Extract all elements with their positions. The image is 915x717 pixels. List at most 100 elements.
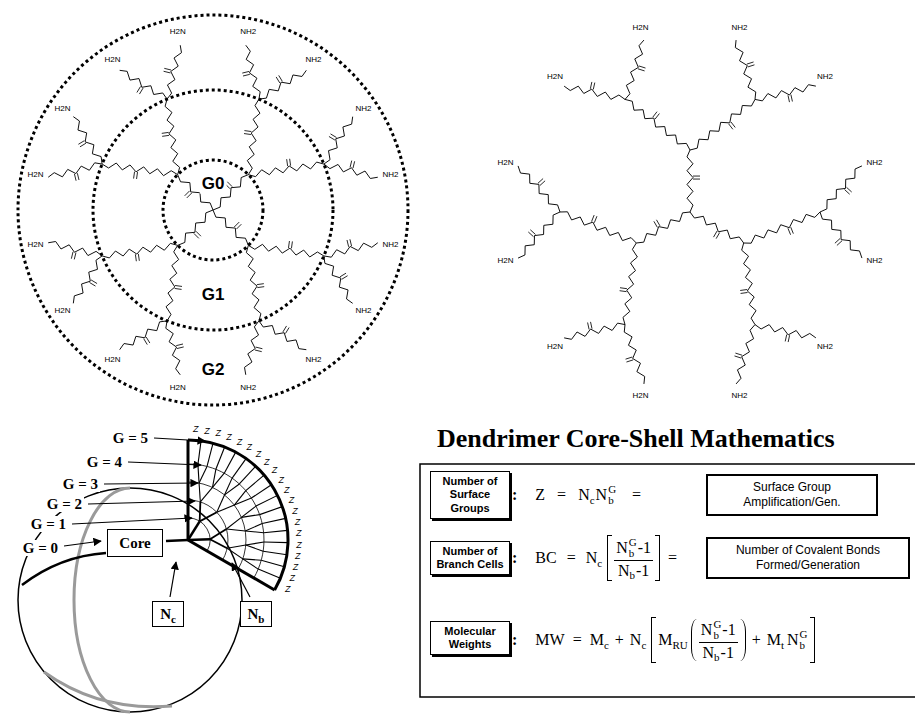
surface-group: Z (292, 506, 298, 515)
surface-group: Z (278, 475, 284, 484)
branch-line (188, 521, 200, 540)
alkyl-chain (623, 243, 637, 325)
generation-ring: G0 (161, 158, 265, 262)
formula-subscript: b (713, 630, 721, 641)
amine-end-group: NH2 (305, 356, 323, 364)
meaning-box: Surface Group Amplification/Gen. (706, 474, 878, 516)
branch-line (199, 502, 202, 521)
formula-superscript: G (629, 537, 637, 548)
formula-symbol: N (618, 562, 630, 580)
surface-group: Z (289, 495, 295, 504)
formula-symbol: N (596, 486, 608, 504)
amine-end-group: H2N (546, 73, 564, 81)
branch-line (251, 485, 271, 498)
carbonyl-bond (244, 130, 251, 132)
carbonyl-bond (593, 83, 594, 90)
branch-line (261, 560, 284, 566)
formula-symbol: BC (535, 549, 556, 567)
bracket (655, 535, 660, 581)
carbonyl-bond (164, 68, 171, 70)
carbonyl-bond (162, 132, 169, 134)
alkyl-chain (636, 212, 690, 243)
carbonyl-bond (286, 159, 288, 166)
alkyl-chain (120, 321, 167, 350)
amine-end-group: NH2 (816, 343, 834, 351)
carbonyl-bond (276, 77, 280, 83)
amine-end-group: H2N (53, 307, 71, 315)
generation-label: G0 (200, 175, 227, 194)
generation-number: G = 1 (29, 516, 68, 533)
alkyl-chain (820, 166, 862, 212)
surface-group: Z (272, 466, 278, 475)
formula-superscript: G (608, 484, 616, 495)
branch-line (213, 473, 225, 487)
formula-subscript: b (714, 651, 720, 663)
surface-group: Z (296, 540, 302, 549)
surface-group: Z (256, 450, 262, 459)
carbonyl-bond (91, 280, 97, 284)
branch-line (226, 529, 245, 531)
branch-line (264, 541, 288, 543)
alkyl-chain (324, 164, 378, 178)
branch-line (216, 447, 225, 469)
carbonyl-bond (90, 282, 96, 286)
branch-line (227, 548, 243, 559)
bracket (810, 617, 815, 663)
carbonyl-bond (347, 240, 349, 247)
formula-symbol: N (616, 539, 628, 557)
dashed-generation-circle (18, 15, 408, 405)
formula-colon: : (512, 631, 517, 649)
alkyl-chain (742, 243, 756, 325)
carbonyl-bond (788, 335, 789, 342)
formula-symbol: N (578, 486, 590, 504)
carbonyl-bond (791, 227, 794, 233)
formula-symbol: = (668, 549, 677, 567)
formula-symbol: = (557, 486, 566, 504)
ring-outline (161, 158, 265, 262)
alkyl-chain (625, 40, 644, 99)
alkyl-chain (166, 321, 180, 375)
carbonyl-bond (80, 143, 86, 147)
generation-label: G1 (200, 286, 227, 305)
branch-line (245, 524, 262, 531)
carbonyl-bond (748, 65, 755, 67)
leader-line (72, 518, 192, 524)
outer-shell-arc (188, 440, 288, 590)
generation-number: G = 4 (85, 454, 124, 471)
branch-line (200, 487, 212, 502)
leader-line (154, 438, 205, 441)
amine-end-group: H2N (632, 24, 650, 32)
carbonyl-bond (279, 75, 283, 81)
carbonyl-bond (729, 124, 733, 130)
surface-group: Z (295, 552, 301, 561)
alkyl-chain (165, 99, 180, 175)
formula-symbol: -1 (722, 621, 735, 639)
alkyl-chain (259, 321, 306, 350)
amine-end-group: NH2 (730, 24, 748, 32)
bracket (651, 617, 656, 663)
subscript-superscript: bG (800, 629, 808, 651)
alkyl-chain (213, 210, 248, 245)
fraction: NbG-1Nb-1 (614, 537, 653, 580)
formula-subscript: RU (673, 639, 688, 651)
branch-line (198, 441, 201, 465)
symbol-letter: N (160, 606, 171, 622)
alkyl-chain (166, 245, 179, 321)
leader-line (104, 483, 198, 484)
carbonyl-bond (139, 88, 143, 94)
carbonyl-bond (196, 231, 201, 236)
carbonyl-bond (177, 347, 184, 349)
amine-end-group: NH2 (865, 159, 883, 167)
carbonyl-bond (138, 254, 140, 261)
alkyl-chain (625, 99, 690, 150)
formula-subscript: c (604, 639, 609, 651)
branch-line (199, 466, 207, 483)
carbonyl-bond (227, 182, 232, 187)
carbonyl-bond (353, 161, 355, 168)
quantity-box: Molecular Weights (430, 621, 510, 655)
carbonyl-bond (255, 350, 262, 352)
carbonyl-bond (243, 74, 250, 76)
dashed-generation-circle (163, 160, 263, 260)
surface-group: Z (295, 517, 301, 526)
